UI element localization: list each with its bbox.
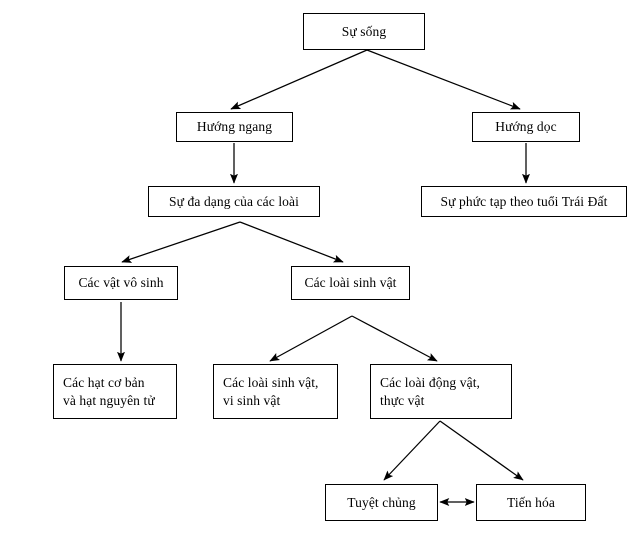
flow-arrow-dong-thuc-vat-to-tuyet-chung	[383, 420, 441, 481]
node-huong-ngang: Hướng ngang	[176, 112, 293, 142]
node-label-loai-sinh-vat: Các loài sinh vật	[304, 275, 397, 291]
node-label-tuyet-chung: Tuyệt chủng	[347, 494, 416, 510]
node-huong-doc: Hướng dọc	[472, 112, 580, 142]
node-label-vat-vo-sinh: Các vật vô sinh	[78, 275, 164, 291]
node-vat-vo-sinh: Các vật vô sinh	[64, 266, 178, 300]
node-label-su-song: Sự sống	[341, 23, 387, 39]
node-dong-thuc-vat: Các loài động vật, thực vật	[370, 364, 512, 419]
node-label-hat-co-ban: Các hạt cơ bản và hạt nguyên tử	[63, 374, 155, 408]
flow-arrow-dong-thuc-vat-to-tien-hoa	[439, 420, 524, 481]
node-su-phuc-tap: Sự phức tạp theo tuổi Trái Đất	[421, 186, 627, 217]
node-label-dong-thuc-vat: Các loài động vật, thực vật	[380, 374, 481, 408]
node-label-su-da-dang: Sự đa dạng của các loài	[169, 193, 299, 209]
node-loai-sinh-vat: Các loài sinh vật	[291, 266, 410, 300]
flow-arrow-su-da-dang-to-loai-sinh-vat	[239, 221, 344, 263]
node-label-vi-sinh-vat: Các loài sinh vật, vi sinh vật	[223, 374, 319, 408]
node-su-song: Sự sống	[303, 13, 425, 50]
node-su-da-dang: Sự đa dạng của các loài	[148, 186, 320, 217]
flow-arrow-su-song-to-huong-doc	[366, 49, 521, 110]
node-label-huong-doc: Hướng dọc	[495, 119, 557, 135]
node-label-su-phuc-tap: Sự phức tạp theo tuổi Trái Đất	[440, 193, 608, 209]
node-vi-sinh-vat: Các loài sinh vật, vi sinh vật	[213, 364, 338, 419]
flow-arrow-su-da-dang-to-vat-vo-sinh	[121, 221, 241, 263]
node-tuyet-chung: Tuyệt chủng	[325, 484, 438, 521]
node-label-huong-ngang: Hướng ngang	[196, 119, 273, 135]
flow-arrow-loai-sinh-vat-to-vi-sinh-vat	[269, 315, 353, 362]
node-hat-co-ban: Các hạt cơ bản và hạt nguyên tử	[53, 364, 177, 419]
node-tien-hoa: Tiến hóa	[476, 484, 586, 521]
flow-arrow-loai-sinh-vat-to-dong-thuc-vat	[351, 315, 438, 362]
node-label-tien-hoa: Tiến hóa	[507, 494, 555, 510]
flow-arrow-su-song-to-huong-ngang	[230, 49, 368, 110]
